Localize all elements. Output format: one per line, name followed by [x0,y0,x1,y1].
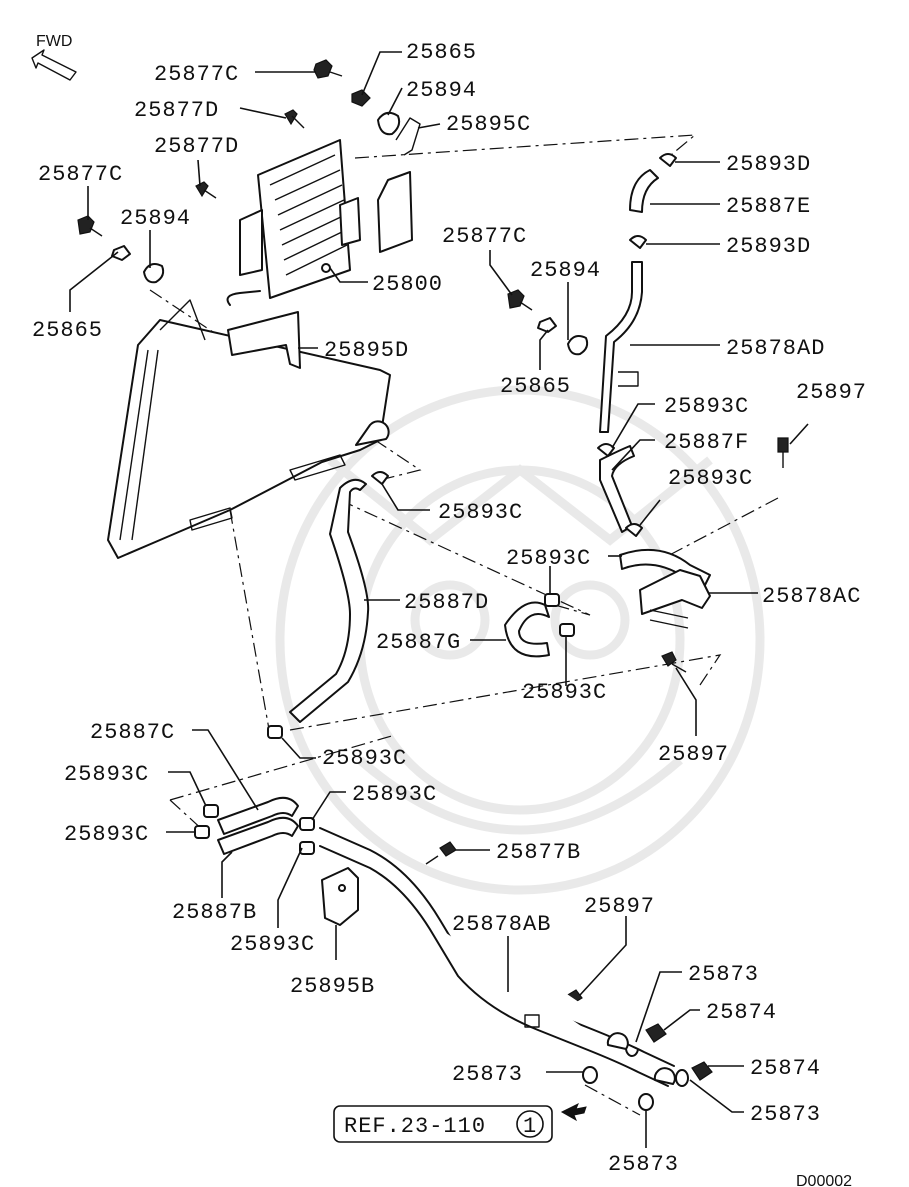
label-25887D: 25887D [404,590,489,615]
label-25895B: 25895B [290,974,375,999]
pipe-25878AB [319,827,676,1087]
label-25893C-c1: 25893C [438,500,523,525]
label-25897-right: 25897 [796,380,867,405]
label-25874-b: 25874 [750,1056,821,1081]
oil-cooler-25800 [226,139,361,306]
watermark-emblem [275,385,765,895]
label-25877C-top: 25877C [154,62,239,87]
reference-text: REF.23-110 [344,1114,486,1139]
radiator [107,299,391,559]
part-labels: 25865 25877C 25894 25877D 25895C 25877D … [32,40,867,1177]
label-25878AB: 25878AB [452,912,551,937]
label-25893C-l1: 25893C [64,762,149,787]
label-25893C-r1: 25893C [664,394,749,419]
label-25893C-c4: 25893C [322,746,407,771]
clamps [194,153,677,855]
label-25894-mid: 25894 [530,258,601,283]
reference-box: REF.23-110 1 [333,1105,553,1143]
fwd-arrow-icon: FWD [31,33,77,81]
label-25893D-b: 25893D [726,234,811,259]
label-25800: 25800 [372,272,443,297]
label-25865-top: 25865 [406,40,477,65]
label-25865-left: 25865 [32,318,103,343]
label-25893C-l2: 25893C [64,822,149,847]
label-25873-c: 25873 [750,1102,821,1127]
label-25887G: 25887G [376,630,461,655]
label-25887C: 25887C [90,720,175,745]
label-25877C-mid: 25877C [442,224,527,249]
label-25878AD: 25878AD [726,336,825,361]
label-25897-bottom: 25897 [658,742,729,767]
fwd-label: FWD [36,33,72,50]
label-25893C-c3: 25893C [522,680,607,705]
label-25897-center: 25897 [584,894,655,919]
label-25894-left: 25894 [120,206,191,231]
label-25874-a: 25874 [706,1000,777,1025]
label-25877D-a: 25877D [134,98,219,123]
pipe-25878AD [599,261,643,433]
label-25878AC: 25878AC [762,584,861,609]
label-25893C-r2: 25893C [668,466,753,491]
assembly-guide-lines [149,134,779,1116]
bracket-25895B [321,867,359,926]
hoses [217,169,659,855]
bracket-25895D [227,311,301,369]
label-25873-b: 25873 [452,1062,523,1087]
label-25877C-left: 25877C [38,162,123,187]
label-25877D-b: 25877D [154,134,239,159]
leader-lines [69,51,809,1148]
label-25873-a: 25873 [688,962,759,987]
label-25895C: 25895C [446,112,531,137]
label-25893C-l3: 25893C [230,932,315,957]
label-25865-mid: 25865 [500,374,571,399]
label-25887F: 25887F [664,430,749,455]
drawing-code: D00002 [796,1173,852,1187]
ref-arrow-icon [560,1102,587,1122]
label-25893D-a: 25893D [726,152,811,177]
label-25887E: 25887E [726,194,811,219]
reference-circle-number: 1 [523,1114,537,1139]
label-25895D: 25895D [324,338,409,363]
pipe-25878AC [619,548,711,629]
label-25894-top: 25894 [406,78,477,103]
label-25893C-c5: 25893C [352,782,437,807]
label-25893C-c2: 25893C [506,546,591,571]
label-25877B: 25877B [496,840,581,865]
label-25873-d: 25873 [608,1152,679,1177]
bracket-25895C [377,117,421,253]
label-25887B: 25887B [172,900,257,925]
